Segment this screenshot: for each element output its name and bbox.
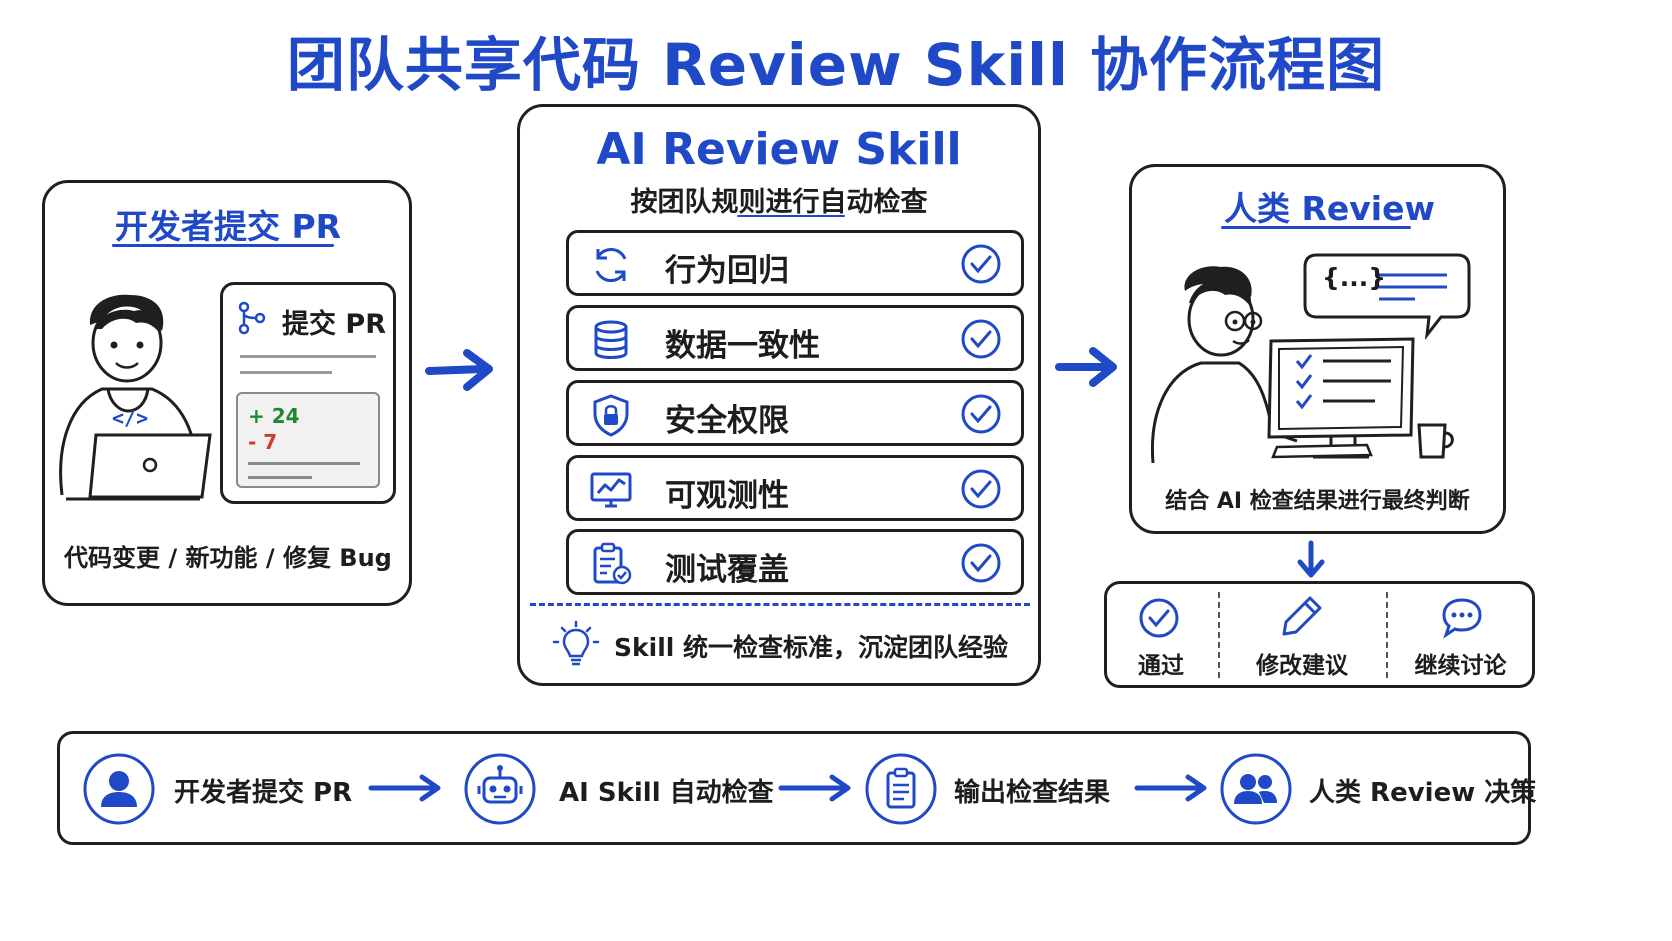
check-label: 测试覆盖 — [665, 552, 789, 588]
svg-text:</>: </> — [112, 406, 148, 430]
developer-heading-underline — [112, 244, 334, 247]
lightbulb-icon — [552, 620, 600, 666]
arrow-right-icon — [1134, 774, 1207, 802]
ai-skill-subtitle: 按团队规则进行自动检查 — [630, 187, 928, 218]
git-branch-icon — [238, 301, 266, 335]
check-circle-icon — [961, 543, 1001, 583]
check-label: 行为回归 — [665, 253, 789, 289]
check-circle-icon — [961, 244, 1001, 284]
users-icon — [1220, 753, 1292, 825]
monitor-chart-icon — [590, 472, 632, 508]
page-title: 团队共享代码 Review Skill 协作流程图 — [286, 31, 1386, 99]
arrow-right-icon — [1055, 347, 1117, 387]
arrow-right-icon — [368, 774, 441, 802]
check-circle-icon — [961, 469, 1001, 509]
developer-heading: 开发者提交 PR — [115, 207, 342, 246]
check-row-behavior-regression: 行为回归 — [566, 230, 1024, 296]
clipboard-check-icon — [593, 542, 632, 585]
check-row-test-coverage: 测试覆盖 — [566, 529, 1024, 595]
arrow-right-icon — [778, 774, 851, 802]
outcome-divider — [1386, 592, 1388, 678]
arrow-down-icon — [1297, 540, 1325, 578]
robot-icon — [464, 753, 536, 825]
ai-skill-subtitle-underline — [737, 215, 845, 217]
flow-step-label: 人类 Review 决策 — [1309, 778, 1537, 808]
human-review-heading-underline — [1221, 226, 1411, 229]
user-icon — [83, 753, 155, 825]
arrow-right-icon — [425, 349, 493, 391]
check-label: 安全权限 — [665, 403, 789, 439]
database-icon — [594, 320, 628, 359]
check-circle-icon — [1139, 598, 1179, 638]
pr-card-title: 提交 PR — [282, 309, 386, 340]
developer-caption: 代码变更 / 新功能 / 修复 Bug — [64, 544, 392, 572]
shield-lock-icon — [593, 394, 629, 437]
pr-card-line — [240, 371, 332, 374]
outcome-label: 通过 — [1138, 653, 1184, 679]
bubble-code: {...} — [1322, 263, 1387, 292]
flow-step-label: 开发者提交 PR — [174, 778, 353, 808]
ai-skill-heading: AI Review Skill — [596, 124, 962, 175]
check-row-observability: 可观测性 — [566, 455, 1024, 521]
diff-additions: + 24 — [248, 404, 300, 428]
clipboard-icon — [865, 753, 937, 825]
check-label: 数据一致性 — [665, 328, 820, 364]
check-circle-icon — [961, 319, 1001, 359]
flow-step-label: AI Skill 自动检查 — [559, 778, 774, 808]
pencil-icon — [1282, 596, 1322, 636]
check-circle-icon — [961, 394, 1001, 434]
dashed-divider — [530, 603, 1030, 606]
human-review-heading: 人类 Review — [1224, 189, 1435, 228]
check-label: 可观测性 — [665, 478, 789, 514]
check-row-security-permissions: 安全权限 — [566, 380, 1024, 446]
human-review-caption: 结合 AI 检查结果进行最终判断 — [1165, 489, 1470, 514]
outcome-divider — [1218, 592, 1220, 678]
outcome-label: 修改建议 — [1256, 653, 1348, 679]
diff-line — [248, 462, 360, 465]
outcome-label: 继续讨论 — [1414, 653, 1507, 679]
chat-bubble-icon — [1442, 598, 1482, 639]
diff-deletions: - 7 — [248, 430, 278, 454]
pr-card-line — [240, 355, 376, 358]
developer-illustration: </> — [59, 294, 212, 501]
ai-skill-note: Skill 统一检查标准，沉淀团队经验 — [614, 633, 1009, 662]
diff-line — [248, 476, 312, 479]
check-row-data-consistency: 数据一致性 — [566, 305, 1024, 371]
refresh-icon — [595, 247, 627, 283]
flow-step-label: 输出检查结果 — [954, 778, 1111, 808]
diff-box — [236, 392, 380, 488]
reviewer-illustration — [1150, 253, 1471, 464]
